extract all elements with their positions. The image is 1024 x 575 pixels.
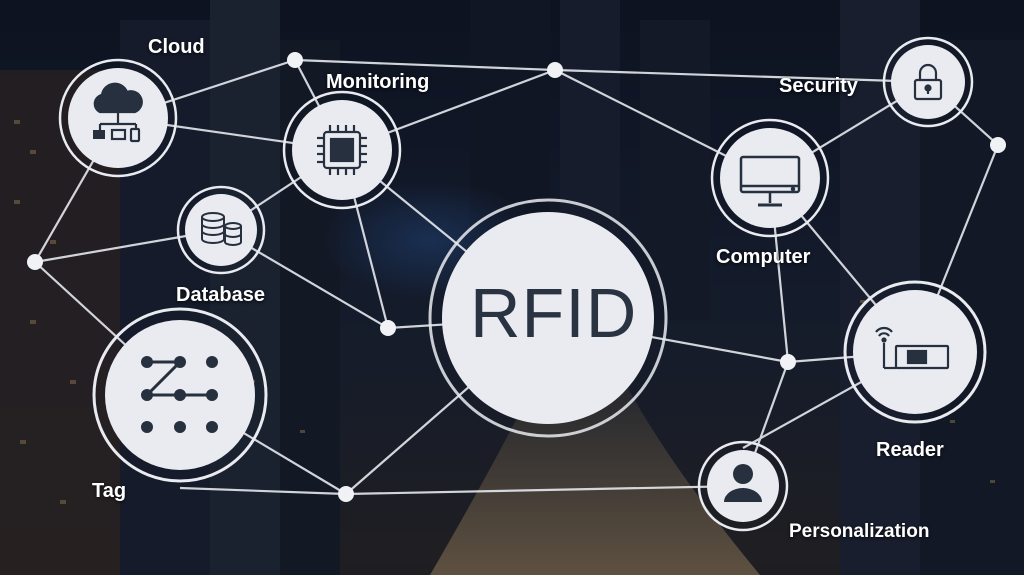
tag-node	[92, 307, 268, 483]
cloud-node	[58, 58, 178, 178]
rfid-center-label: RFID	[470, 274, 638, 352]
security-label: Security	[779, 75, 858, 97]
monitoring-node	[282, 90, 402, 210]
microchip-icon	[317, 125, 367, 175]
database-icon	[201, 212, 242, 246]
junction-dots	[27, 52, 1006, 502]
computer-node	[710, 118, 830, 238]
tag-label: Tag	[92, 480, 127, 502]
monitor-icon	[739, 155, 801, 207]
database-node	[176, 185, 266, 275]
pattern-grid-icon	[141, 356, 218, 433]
cloud-network-icon	[93, 82, 143, 143]
reader-label: Reader	[876, 439, 944, 461]
security-node	[882, 36, 974, 128]
computer-label: Computer	[716, 246, 811, 268]
rfid-reader-icon	[875, 326, 950, 370]
rfid-center-node	[428, 198, 668, 438]
personalization-node	[697, 440, 789, 532]
reader-node	[843, 280, 987, 424]
padlock-icon	[913, 63, 943, 101]
personalization-label: Personalization	[789, 521, 930, 542]
user-icon	[724, 464, 762, 502]
cloud-label: Cloud	[148, 36, 205, 58]
monitoring-label: Monitoring	[326, 71, 430, 93]
database-label: Database	[176, 284, 265, 306]
